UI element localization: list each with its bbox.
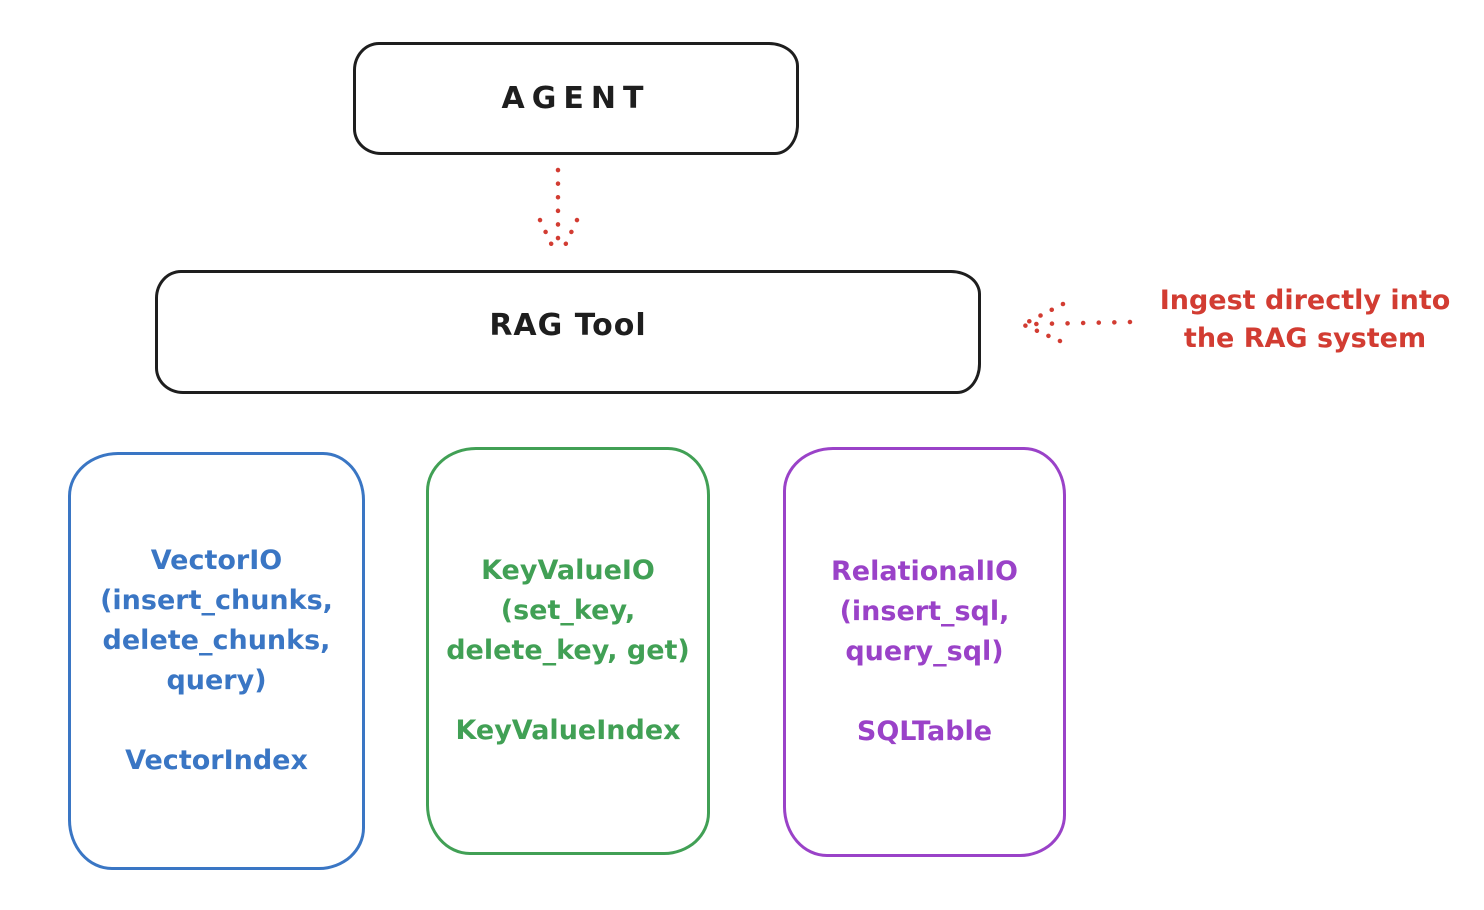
vector-io-line: query) xyxy=(166,665,267,696)
keyvalue-io-line: delete_key, get) xyxy=(446,635,690,666)
keyvalue-io-node: KeyValueIO (set_key, delete_key, get) Ke… xyxy=(426,447,710,855)
relational-io-line: query_sql) xyxy=(845,636,1004,667)
agent-node-label: AGENT xyxy=(501,81,651,116)
vector-io-signature: VectorIO (insert_chunks, delete_chunks, … xyxy=(100,541,333,701)
rag-tool-node-label: RAG Tool xyxy=(489,307,647,343)
keyvalue-io-signature: KeyValueIO (set_key, delete_key, get) xyxy=(446,551,690,671)
vector-index-label: VectorIndex xyxy=(125,745,308,776)
ingest-annotation-line2: the RAG system xyxy=(1183,323,1427,354)
keyvalue-index-label: KeyValueIndex xyxy=(455,715,681,746)
vector-io-line: delete_chunks, xyxy=(102,625,331,656)
sqltable-label: SQLTable xyxy=(856,716,993,747)
keyvalue-io-line: KeyValueIO xyxy=(481,555,655,586)
ingest-annotation-line1: Ingest directly into xyxy=(1159,285,1451,316)
vector-io-line: VectorIO xyxy=(150,545,283,576)
relational-io-line: RelationalIO xyxy=(831,556,1018,587)
relational-io-line: (insert_sql, xyxy=(839,596,1010,627)
ingest-into-ragtool-arrow xyxy=(1021,301,1133,344)
ingest-annotation: Ingest directly into the RAG system xyxy=(1130,282,1480,358)
relational-io-node: RelationalIO (insert_sql, query_sql) SQL… xyxy=(783,447,1066,857)
keyvalue-io-line: (set_key, xyxy=(500,595,636,626)
agent-to-ragtool-arrow xyxy=(537,167,580,257)
vector-io-node: VectorIO (insert_chunks, delete_chunks, … xyxy=(68,452,365,870)
rag-tool-node: RAG Tool xyxy=(155,270,981,394)
agent-node: AGENT xyxy=(353,42,799,155)
vector-io-line: (insert_chunks, xyxy=(100,585,333,616)
relational-io-signature: RelationalIO (insert_sql, query_sql) xyxy=(831,552,1018,672)
